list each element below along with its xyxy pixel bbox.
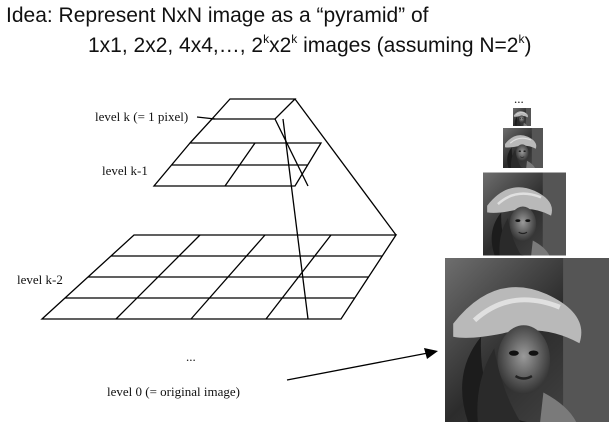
grid-level-k-1-vline <box>224 142 256 187</box>
image-level-k-2 <box>483 172 566 256</box>
grid-level-k-2-outline <box>40 234 398 320</box>
image-level-0 <box>445 258 609 422</box>
slide-title-line-2: 1x1, 2x2, 4x4,…, 2kx2k images (assuming … <box>88 32 532 58</box>
connector-k-to-k2-right <box>294 98 397 236</box>
grid-level-k-1-outline <box>152 142 323 187</box>
grid-level-k-2-vline-1 <box>115 234 201 320</box>
diagram-ellipsis: ... <box>186 349 196 364</box>
arrow-line <box>286 352 429 381</box>
label-level-k: level k (= 1 pixel) <box>95 109 188 124</box>
title-part-c: images (assuming N=2 <box>297 34 519 57</box>
grid-level-k-2-vline-3 <box>265 234 332 320</box>
connector-k-to-k1-left <box>189 118 213 144</box>
label-level-0: level 0 (= original image) <box>107 384 240 399</box>
title-sup-2: k <box>291 32 298 46</box>
connector-k-to-k1-front <box>274 118 309 187</box>
grid-level-k-1 <box>152 142 323 187</box>
images-ellipsis: ... <box>514 91 524 106</box>
portrait-thumbnail-icon <box>513 108 531 126</box>
connector-k-to-k2-inner <box>282 118 309 320</box>
label-level-k-2: level k-2 <box>17 272 63 287</box>
pyramid-connectors <box>189 98 397 320</box>
title-line-1-text: Idea: Represent NxN image as a “pyramid”… <box>6 4 429 27</box>
title-part-b: x2 <box>269 34 292 57</box>
grid-level-k-cell <box>210 98 297 120</box>
title-part-d: ) <box>524 34 532 57</box>
grid-level-k-2 <box>40 234 398 320</box>
image-level-k-1 <box>503 128 543 168</box>
portrait-photo-icon <box>445 258 609 422</box>
title-part-a: 1x1, 2x2, 4x4,…, 2 <box>88 34 264 57</box>
label-level-k-pointer <box>196 116 216 120</box>
grid-level-k-2-vline-2 <box>190 234 266 320</box>
portrait-thumbnail-icon <box>483 172 566 256</box>
label-level-k-1: level k-1 <box>102 163 148 178</box>
title-sup-1: k <box>263 32 270 46</box>
slide-title-line-1: Idea: Represent NxN image as a “pyramid”… <box>6 4 429 28</box>
title-sup-3: k <box>518 32 525 46</box>
arrowhead-icon <box>424 348 438 359</box>
grid-level-k <box>210 98 297 120</box>
image-level-k <box>513 108 531 126</box>
portrait-thumbnail-icon <box>503 128 543 168</box>
